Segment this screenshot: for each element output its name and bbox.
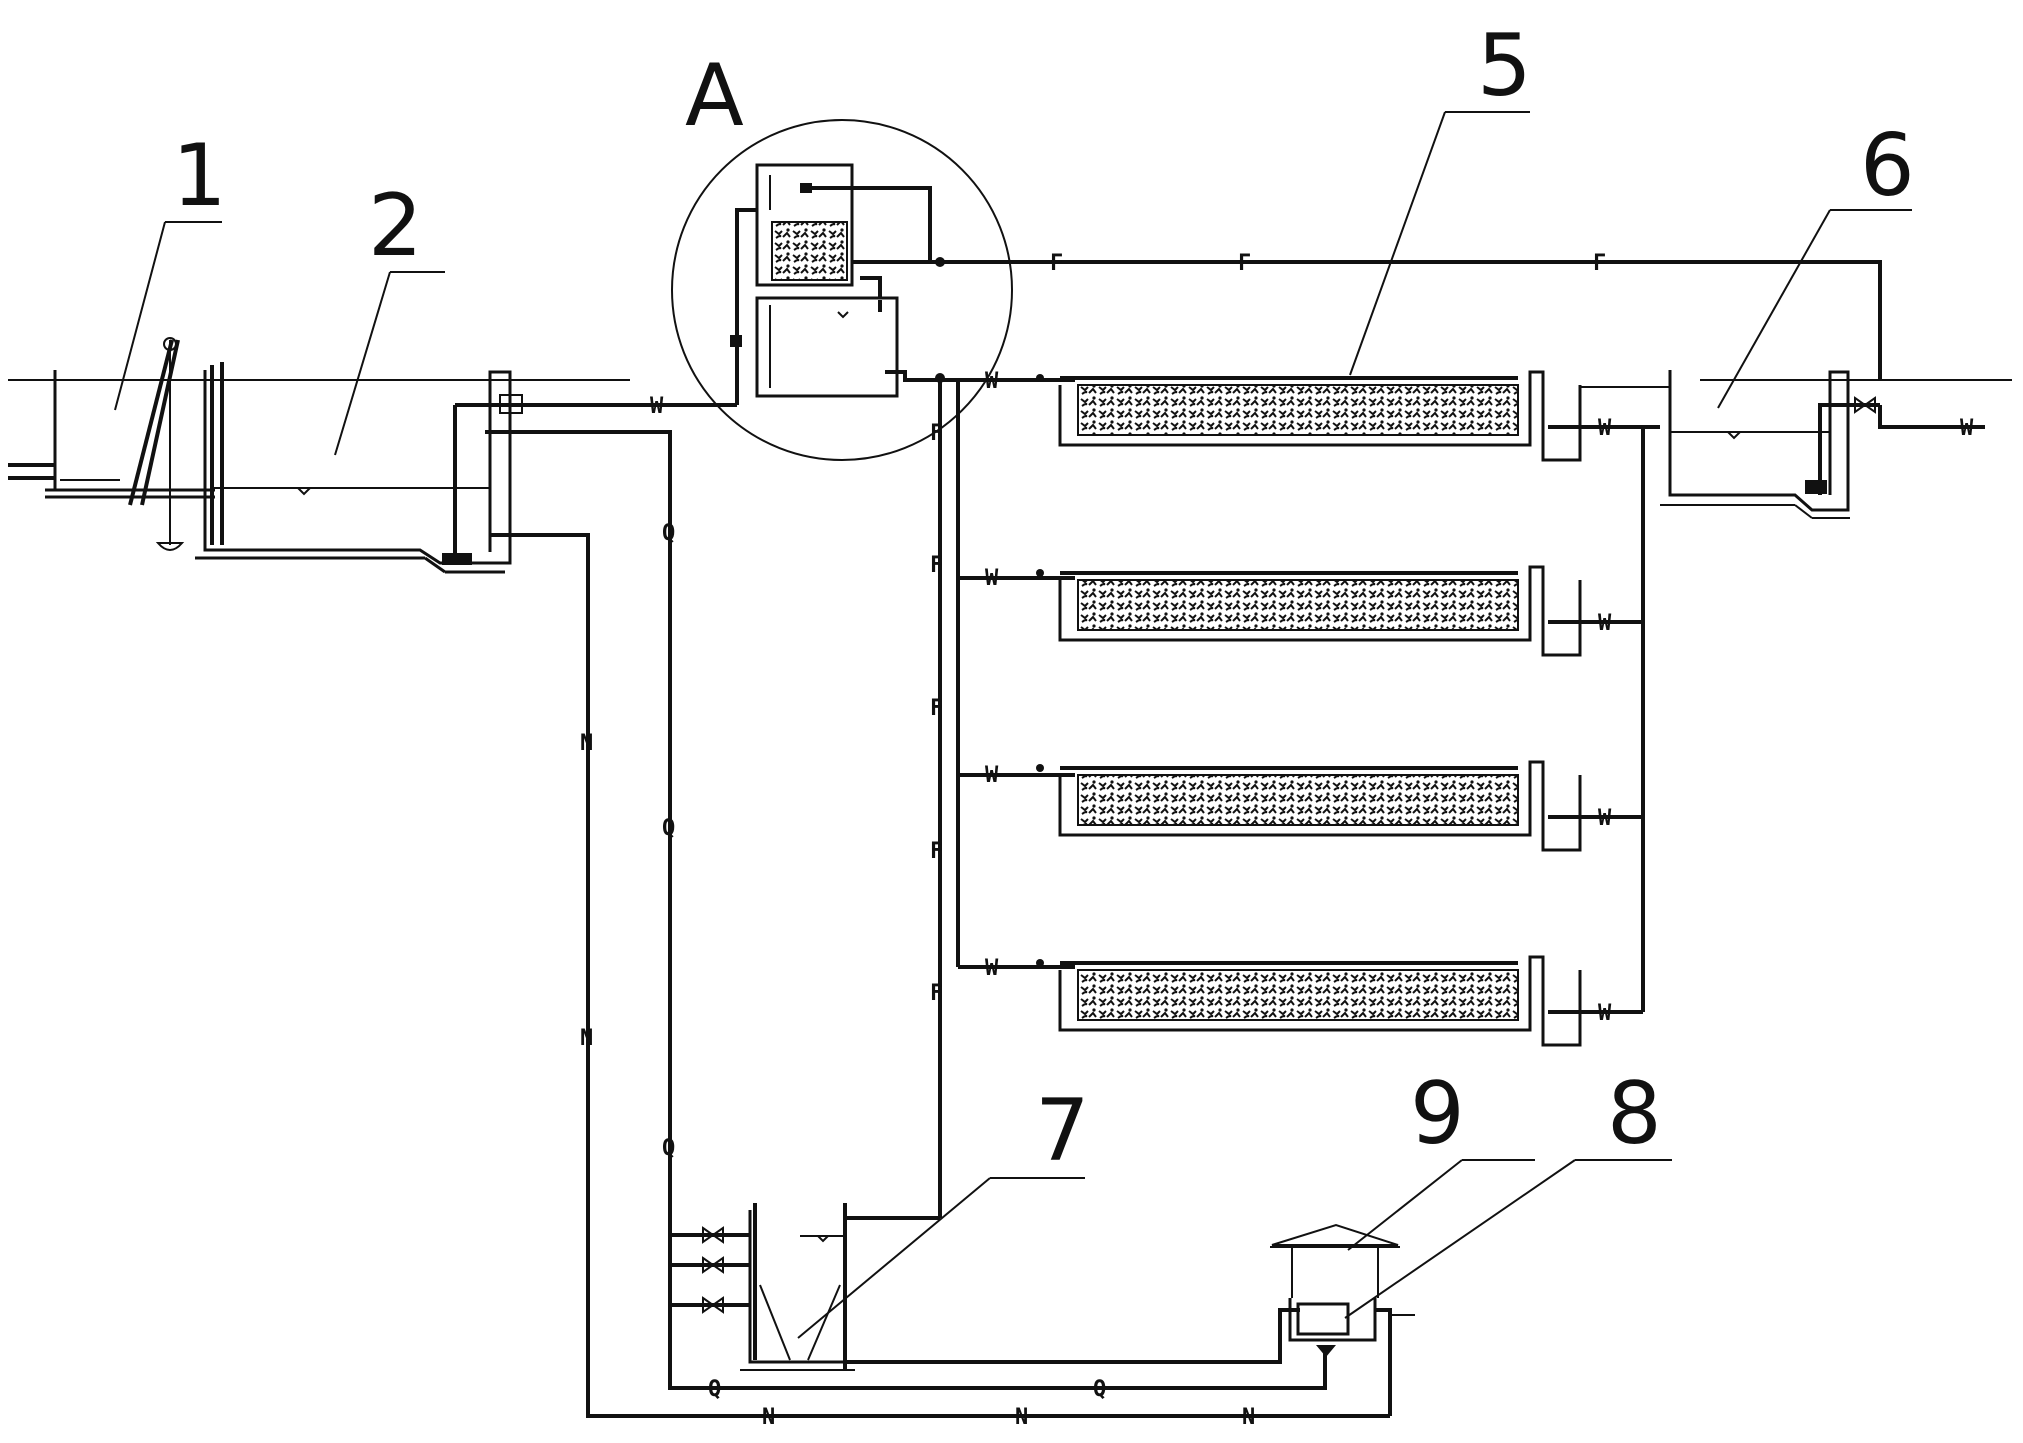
sewage-feed-line (540, 378, 1075, 407)
label-8: 8 (1607, 1064, 1662, 1164)
clear-water-tank-6 (1660, 370, 1985, 519)
leader-lines (114, 111, 1912, 1339)
sludge-tank-7 (670, 1203, 1300, 1371)
mark-f-3: F (1593, 251, 1606, 276)
mark-w-9: W (1960, 416, 1974, 441)
label-2: 2 (368, 176, 423, 276)
mark-w-1: W (985, 369, 999, 394)
label-6: 6 (1860, 116, 1915, 216)
q-line (485, 430, 1327, 1390)
mark-q-5: Q (1093, 1377, 1106, 1402)
mark-n-3: N (762, 1405, 775, 1430)
distribution-manifold (938, 380, 1075, 1218)
mark-w-7: W (1598, 806, 1612, 831)
label-9: 9 (1410, 1064, 1465, 1164)
mark-w-2: W (985, 566, 999, 591)
mark-n-5: N (1242, 1405, 1255, 1430)
mark-n-2: N (580, 1026, 593, 1051)
outflow-collector (1548, 386, 1670, 1014)
n-line (490, 533, 1390, 1418)
regulating-tank-2 (195, 362, 540, 574)
mark-w-10: W (650, 394, 664, 419)
mark-n-4: N (1015, 1405, 1028, 1430)
bioreactor-trench-3 (1058, 760, 1582, 852)
mark-w-3: W (985, 763, 999, 788)
pipe-code-marks: F F F W W W W W W W W W W Q Q Q Q Q N N … (580, 251, 1974, 1430)
tank-8-with-cover-9 (1270, 1223, 1415, 1416)
mark-f-6: F (930, 696, 943, 721)
mark-f-7: F (930, 839, 943, 864)
bioreactor-trench-1 (1058, 370, 1582, 462)
mark-f-5: F (930, 553, 943, 578)
screen-chamber-1 (8, 337, 215, 551)
mark-f-8: F (930, 981, 943, 1006)
label-a: A (685, 46, 744, 146)
label-5: 5 (1477, 16, 1532, 116)
mark-w-5: W (1598, 416, 1612, 441)
valve-symbols (702, 374, 1876, 1314)
mark-f-1: F (1050, 251, 1063, 276)
mark-n-1: N (580, 731, 593, 756)
mark-w-6: W (1598, 611, 1612, 636)
mark-f-4: F (930, 421, 943, 446)
mark-q-2: Q (662, 816, 675, 841)
bioreactor-trench-4 (1058, 955, 1582, 1047)
mark-q-4: Q (708, 1377, 721, 1402)
label-7: 7 (1035, 1081, 1090, 1181)
mark-q-3: Q (662, 1136, 675, 1161)
bioreactor-trench-2 (1058, 565, 1582, 657)
mark-q-1: Q (662, 521, 675, 546)
mark-f-2: F (1238, 251, 1251, 276)
mark-w-8: W (1598, 1001, 1612, 1026)
mark-w-4: W (985, 956, 999, 981)
label-1: 1 (172, 126, 227, 226)
